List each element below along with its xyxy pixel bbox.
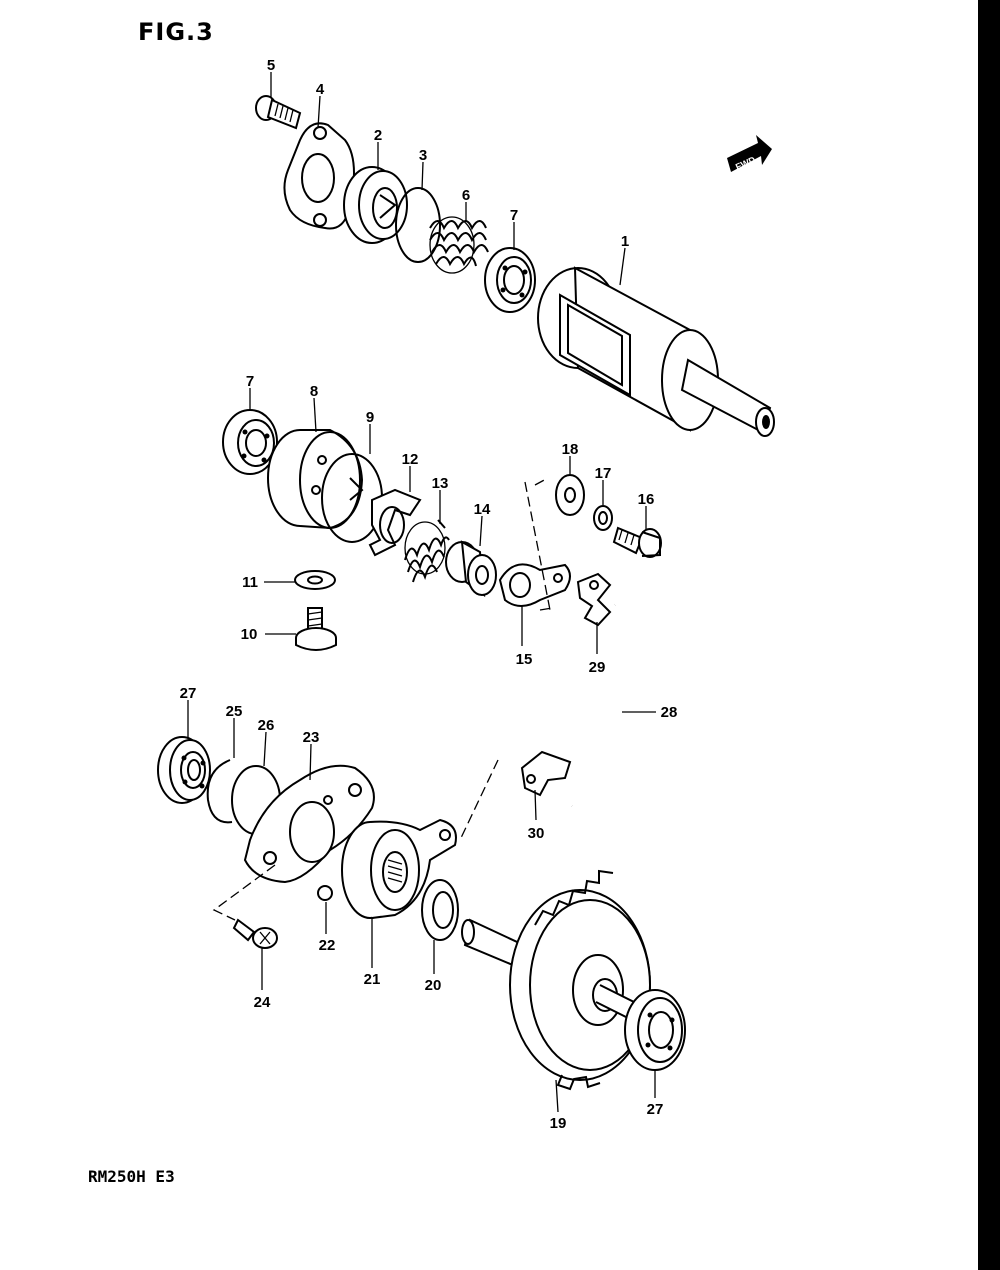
lock-washer-17: [593, 505, 613, 531]
plate-15: [498, 563, 571, 607]
bearing-7-upper: [484, 247, 536, 313]
label-part-27-right: 27: [647, 1101, 664, 1118]
label-part-2: 2: [374, 127, 382, 144]
label-part-20: 20: [425, 977, 442, 994]
label-part-6: 6: [462, 187, 470, 204]
label-part-9: 9: [366, 409, 374, 426]
label-part-25: 25: [226, 703, 243, 720]
kick-gear-19: [461, 869, 651, 1091]
assembly-line-upper: [524, 477, 553, 611]
label-part-23: 23: [303, 729, 320, 746]
label-part-7-middle: 7: [246, 373, 254, 390]
label-part-8: 8: [310, 383, 318, 400]
bearing-27-right: [624, 989, 686, 1071]
gasket-4: [283, 122, 355, 230]
label-part-5: 5: [267, 57, 275, 74]
label-part-22: 22: [319, 937, 336, 954]
label-part-30: 30: [528, 825, 545, 842]
bearing-7-middle: [222, 409, 278, 475]
leader-lines: [187, 72, 656, 1113]
circlip-25: [206, 759, 233, 824]
label-part-18: 18: [562, 441, 579, 458]
shaft-drum-1: [537, 266, 775, 437]
assembly-line-bottom: [212, 864, 276, 921]
model-code: RM250H E3: [88, 1167, 175, 1186]
label-part-3: 3: [419, 147, 427, 164]
collar-14: [445, 540, 497, 598]
screw-24: [232, 918, 278, 949]
label-part-28: 28: [661, 704, 678, 721]
bolt-16: [612, 526, 662, 558]
label-part-19: 19: [550, 1115, 567, 1132]
label-part-12: 12: [402, 451, 419, 468]
fwd-arrow-icon: FWD: [727, 135, 772, 172]
washer-20: [421, 879, 459, 941]
figure-title: FIG.3: [138, 18, 214, 46]
drum-8: [267, 429, 364, 530]
label-part-11: 11: [242, 574, 258, 591]
scan-edge-bar: [978, 0, 1000, 1270]
bolt-5: [255, 95, 302, 130]
label-part-16: 16: [638, 491, 655, 508]
stopper-21: [341, 818, 457, 919]
rod-28: [570, 600, 642, 811]
label-part-14: 14: [474, 501, 491, 518]
label-part-21: 21: [364, 971, 381, 988]
label-part-29: 29: [589, 659, 606, 676]
clamp-30: [520, 750, 572, 797]
assembly-line-lower: [459, 759, 499, 841]
holder-2: [343, 166, 408, 244]
label-part-24: 24: [254, 994, 271, 1011]
label-part-1: 1: [621, 233, 629, 250]
label-part-27-left: 27: [180, 685, 197, 702]
bolt-10: [295, 607, 337, 651]
label-part-7-upper: 7: [510, 207, 518, 224]
label-part-4: 4: [316, 81, 325, 98]
bearing-27-left: [157, 736, 211, 804]
spring-13: [404, 519, 450, 583]
washer-11: [294, 570, 336, 590]
label-part-17: 17: [595, 465, 612, 482]
label-part-10: 10: [241, 626, 258, 643]
spring-6: [429, 216, 489, 274]
guide-plate-23: [243, 764, 375, 884]
washer-18: [555, 474, 585, 516]
label-part-13: 13: [432, 475, 449, 492]
ball-22: [317, 885, 333, 901]
clamp-29: [576, 572, 612, 627]
label-part-15: 15: [516, 651, 533, 668]
guide-12: [368, 488, 422, 557]
ring-3: [395, 187, 441, 263]
label-part-26: 26: [258, 717, 275, 734]
